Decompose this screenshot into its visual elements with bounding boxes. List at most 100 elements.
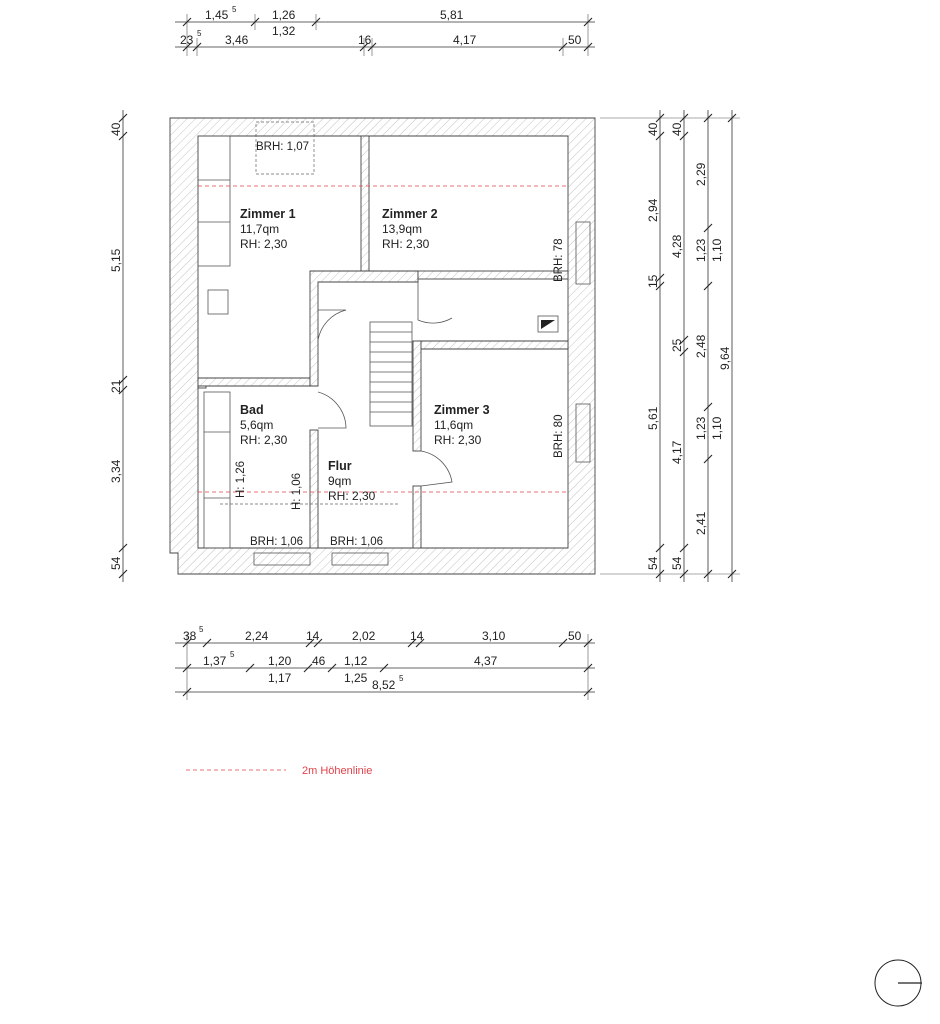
room-flur-height: RH: 2,30 bbox=[328, 489, 376, 503]
cabinet-bad bbox=[203, 391, 231, 549]
left-dimensions: 40 5,15 21 3,34 54 bbox=[109, 110, 128, 582]
window-right-lower bbox=[575, 403, 591, 463]
room-zimmer2-name: Zimmer 2 bbox=[382, 207, 438, 221]
room-labels: Zimmer 1 11,7qm RH: 2,30 Zimmer 2 13,9qm… bbox=[235, 141, 565, 548]
wall-flur-zimmer3 bbox=[412, 340, 422, 452]
dim-left-3: 21 bbox=[109, 379, 123, 393]
dim-top-4-sup: 5 bbox=[197, 29, 202, 38]
label-h-flur: H: 1,06 bbox=[291, 473, 303, 510]
dim-right-total: 9,64 bbox=[718, 346, 732, 370]
wall-zimmer1-flur bbox=[309, 270, 419, 387]
dim-left-5: 54 bbox=[109, 556, 123, 570]
dim-right-1b: 2,94 bbox=[646, 198, 660, 222]
room-bad-name: Bad bbox=[240, 403, 264, 417]
dim-bottom-9: 1,20 bbox=[268, 654, 292, 668]
label-brh-bottom-mid: BRH: 1,06 bbox=[330, 536, 383, 548]
dim-left-4: 3,34 bbox=[109, 459, 123, 483]
dim-right-3e: 1,23 bbox=[694, 416, 708, 440]
dim-top-1: 1,45 bbox=[205, 8, 229, 22]
dim-top-8: 50 bbox=[568, 33, 582, 47]
dim-right-2c: 4,17 bbox=[670, 440, 684, 464]
dim-bottom-13: 1,17 bbox=[268, 671, 292, 685]
room-zimmer3-height: RH: 2,30 bbox=[434, 433, 482, 447]
dim-top-7: 4,17 bbox=[453, 33, 477, 47]
dim-bottom-1-sup: 5 bbox=[199, 625, 204, 634]
dim-bottom-total-sup: 5 bbox=[399, 674, 404, 683]
dim-right-1f: 54 bbox=[646, 556, 660, 570]
dim-right-1a: 40 bbox=[646, 122, 660, 136]
room-zimmer3-area: 11,6qm bbox=[434, 418, 473, 432]
room-bad-height: RH: 2,30 bbox=[240, 433, 288, 447]
window-bottom-left bbox=[253, 552, 311, 566]
wall-bad-flur bbox=[309, 429, 319, 549]
dim-top-5: 3,46 bbox=[225, 33, 249, 47]
legend-text: 2m Höhenlinie bbox=[302, 765, 372, 777]
dim-right-3a: 2,29 bbox=[694, 162, 708, 186]
wall-flur-zimmer3-lower bbox=[412, 485, 422, 549]
room-zimmer3-name: Zimmer 3 bbox=[434, 403, 490, 417]
room-flur-area: 9qm bbox=[328, 474, 351, 488]
dim-right-2a: 40 bbox=[670, 122, 684, 136]
dim-bottom-11: 1,12 bbox=[344, 654, 368, 668]
wall-zimmer2-bottom bbox=[417, 270, 569, 280]
dim-right-3c: 1,10 bbox=[710, 238, 724, 262]
door-zimmer1 bbox=[317, 309, 347, 341]
dim-bottom-7: 50 bbox=[568, 629, 582, 643]
cabinet-zimmer1 bbox=[197, 135, 231, 267]
window-right-upper bbox=[575, 221, 591, 285]
chimney bbox=[207, 289, 229, 315]
room-zimmer1-area: 11,7qm bbox=[240, 222, 279, 236]
orientation-icon bbox=[874, 959, 922, 1007]
dim-right-2b: 4,28 bbox=[670, 234, 684, 258]
dim-bottom-1: 38 bbox=[183, 629, 197, 643]
label-brh-bottom-left: BRH: 1,06 bbox=[250, 536, 303, 548]
dim-top-2: 1,26 bbox=[272, 8, 296, 22]
dim-top-6: 16 bbox=[358, 33, 372, 47]
dim-bottom-4: 2,02 bbox=[352, 629, 376, 643]
dim-bottom-12: 4,37 bbox=[474, 654, 498, 668]
label-brh-right-upper: BRH: 78 bbox=[553, 239, 565, 282]
dim-top-4: 23 bbox=[180, 33, 194, 47]
dim-bottom-10: 46 bbox=[312, 654, 326, 668]
dim-left-1: 40 bbox=[109, 122, 123, 136]
dim-right-1c: 15 bbox=[646, 274, 660, 288]
wall-zimmer2-zimmer3 bbox=[417, 340, 569, 350]
top-dimensions: 1,45 5 1,26 1,32 5,81 23 5 3,46 16 4,17 … bbox=[175, 5, 595, 56]
wall-bad-top bbox=[197, 385, 207, 389]
dim-bottom-2: 2,24 bbox=[245, 629, 269, 643]
dim-bottom-6: 3,10 bbox=[482, 629, 506, 643]
room-zimmer1-height: RH: 2,30 bbox=[240, 237, 288, 251]
door-zimmer2 bbox=[417, 282, 453, 324]
dim-top-3: 5,81 bbox=[440, 8, 464, 22]
dim-bottom-14: 1,25 bbox=[344, 671, 368, 685]
window-bottom-mid bbox=[331, 552, 389, 566]
right-dimensions: 40 2,94 15 25 5,61 54 40 4,28 4,17 54 2,… bbox=[600, 110, 740, 582]
dim-right-3f: 1,10 bbox=[710, 416, 724, 440]
shaft-marker bbox=[537, 315, 559, 333]
legend: 2m Höhenlinie bbox=[186, 765, 372, 777]
dim-right-3b: 1,23 bbox=[694, 238, 708, 262]
dim-bottom-3: 14 bbox=[306, 629, 320, 643]
bottom-dimensions: 38 5 2,24 14 2,02 14 3,10 50 1,37 5 1,20… bbox=[175, 625, 595, 700]
outer-wall bbox=[169, 117, 596, 575]
wall-zimmer1-bottom bbox=[197, 377, 311, 387]
dim-right-2d: 54 bbox=[670, 556, 684, 570]
dim-right-3d: 2,48 bbox=[694, 334, 708, 358]
dim-bottom-8-sup: 5 bbox=[230, 650, 235, 659]
room-bad-area: 5,6qm bbox=[240, 418, 273, 432]
dim-top-1-sup: 5 bbox=[232, 5, 237, 14]
staircase bbox=[369, 321, 413, 427]
building bbox=[169, 117, 596, 575]
label-brh-right-lower: BRH: 80 bbox=[553, 415, 565, 458]
label-h-bad: H: 1,26 bbox=[235, 461, 247, 498]
door-zimmer3 bbox=[420, 450, 453, 487]
room-flur-name: Flur bbox=[328, 459, 352, 473]
dim-right-3g: 2,41 bbox=[694, 511, 708, 535]
label-brh-top: BRH: 1,07 bbox=[256, 141, 309, 153]
dim-bottom-8: 1,37 bbox=[203, 654, 227, 668]
dim-top-2-sub: 1,32 bbox=[272, 24, 296, 38]
door-bad bbox=[317, 391, 347, 429]
room-zimmer2-area: 13,9qm bbox=[382, 222, 422, 236]
dim-right-1d: 25 bbox=[670, 338, 684, 352]
